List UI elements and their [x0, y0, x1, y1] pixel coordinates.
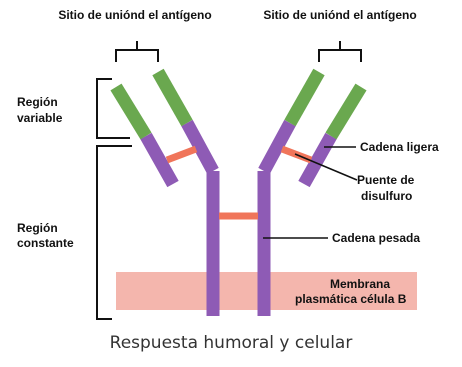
antigen-site-label-left: Sitio de uniónd el antígeno [58, 8, 211, 22]
disulfide-bridge-label-line1: Puente de [357, 173, 415, 187]
heavy-chain-label: Cadena pesada [332, 231, 420, 245]
light-chain-right-variable [325, 83, 367, 140]
light-chain-label: Cadena ligera [360, 140, 439, 154]
constant-region-bracket [96, 145, 132, 320]
membrane-label-line1: Membrana [330, 277, 390, 291]
light-chain-right-constant [298, 132, 337, 188]
heavy-chain-right-variable [284, 68, 325, 127]
heavy-chain-right-arm [258, 119, 296, 175]
light-chain-left-constant [140, 132, 179, 188]
antigen-site-bracket-left [115, 41, 159, 62]
disulfide-bridge-left [165, 145, 198, 164]
figure-caption: Respuesta humoral y celular [110, 333, 353, 353]
variable-region-label-line1: Región [17, 95, 58, 109]
constant-region-label-line1: Región [17, 221, 58, 235]
constant-region-label-line2: constante [17, 236, 74, 250]
disulfide-bridge-label-line2: disulfuro [361, 189, 412, 203]
variable-region-bracket [96, 78, 130, 139]
heavy-chain-left-arm [181, 119, 219, 175]
light-chain-left-variable [110, 83, 152, 140]
disulfide-pointer [294, 153, 358, 181]
heavy-chain-left-variable [152, 68, 193, 127]
antigen-site-bracket-right [318, 41, 362, 62]
membrane-label-line2: plasmática célula B [295, 292, 407, 306]
variable-region-label-line2: variable [17, 111, 63, 125]
antigen-site-label-right: Sitio de uniónd el antígeno [263, 8, 416, 22]
